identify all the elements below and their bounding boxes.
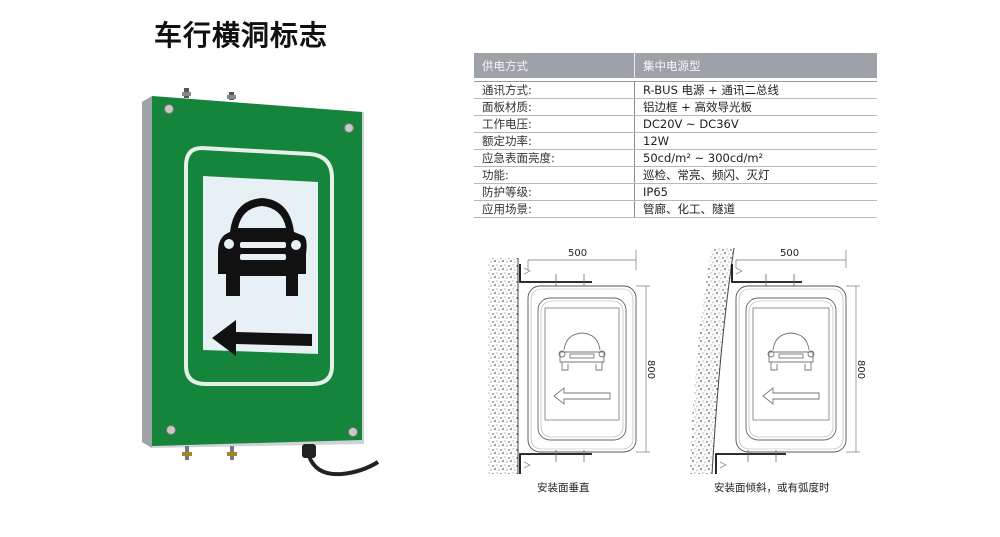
spec-value: IP65: [634, 183, 877, 201]
car-front-icon: [767, 332, 815, 371]
spec-header-label: 供电方式: [474, 53, 635, 78]
spec-label: 防护等级:: [474, 183, 635, 201]
spec-label: 功能:: [474, 166, 635, 184]
width-dimension: 500: [780, 248, 799, 259]
caption-inclined: 安装面倾斜，或有弧度时: [714, 482, 830, 494]
spec-row: 功能: 巡检、常亮、频闪、灭灯: [474, 166, 877, 184]
spec-row: 工作电压: DC20V ~ DC36V: [474, 115, 877, 133]
spec-value: 管廊、化工、隧道: [634, 200, 877, 218]
spec-label: 额定功率:: [474, 132, 635, 150]
caption-vertical: 安装面垂直: [537, 482, 590, 494]
spec-label: 应用场景:: [474, 200, 635, 218]
arrow-left-icon: [762, 387, 820, 405]
spec-row: 应急表面亮度: 50cd/m² ~ 300cd/m²: [474, 149, 877, 167]
tunnel-sign-illustration: [142, 88, 380, 477]
page-title: 车行横洞标志: [154, 19, 329, 52]
spec-value: 50cd/m² ~ 300cd/m²: [634, 149, 877, 167]
spec-row: 额定功率: 12W: [474, 132, 877, 150]
spec-value: DC20V ~ DC36V: [634, 115, 877, 133]
spec-value: 巡检、常亮、频闪、灭灯: [634, 166, 877, 184]
spec-row: 通讯方式: R-BUS 电源 + 通讯二总线: [474, 81, 877, 99]
spec-value: R-BUS 电源 + 通讯二总线: [634, 81, 877, 99]
wall-hatch: [690, 248, 734, 474]
bottom-stud-icon: [182, 446, 237, 460]
product-image: [130, 84, 390, 484]
spec-header-value: 集中电源型: [634, 53, 877, 78]
spec-row: 面板材质: 铝边框 + 高效导光板: [474, 98, 877, 116]
cable-icon: [302, 444, 380, 477]
top-stud-icon: [182, 88, 236, 100]
spec-value: 12W: [634, 132, 877, 150]
wall-hatch: [488, 258, 518, 474]
spec-header-row: 供电方式 集中电源型: [474, 53, 877, 78]
screw-icon: [344, 123, 354, 133]
spec-table: 供电方式 集中电源型 通讯方式: R-BUS 电源 + 通讯二总线 面板材质: …: [474, 53, 877, 218]
install-drawing-vertical: 500 800: [484, 240, 664, 480]
car-front-icon: [218, 198, 307, 296]
screw-icon: [166, 425, 176, 435]
spec-label: 通讯方式:: [474, 81, 635, 99]
arrow-left-icon: [212, 320, 312, 356]
spec-label: 工作电压:: [474, 115, 635, 133]
arrow-left-icon: [553, 387, 611, 405]
width-dimension: 500: [568, 248, 587, 259]
spec-row: 应用场景: 管廊、化工、隧道: [474, 200, 877, 218]
spec-label: 面板材质:: [474, 98, 635, 116]
spec-value: 铝边框 + 高效导光板: [634, 98, 877, 116]
vertical-mount-diagram: 500 800: [488, 248, 656, 474]
screw-icon: [348, 427, 358, 437]
car-front-icon: [558, 332, 606, 371]
height-dimension: 800: [645, 360, 656, 379]
inclined-mount-diagram: 500 800: [690, 247, 866, 475]
height-dimension: 800: [855, 360, 866, 379]
spec-label: 应急表面亮度:: [474, 149, 635, 167]
spec-row: 防护等级: IP65: [474, 183, 877, 201]
install-drawing-inclined: 500 800: [690, 240, 880, 480]
screw-icon: [164, 104, 174, 114]
